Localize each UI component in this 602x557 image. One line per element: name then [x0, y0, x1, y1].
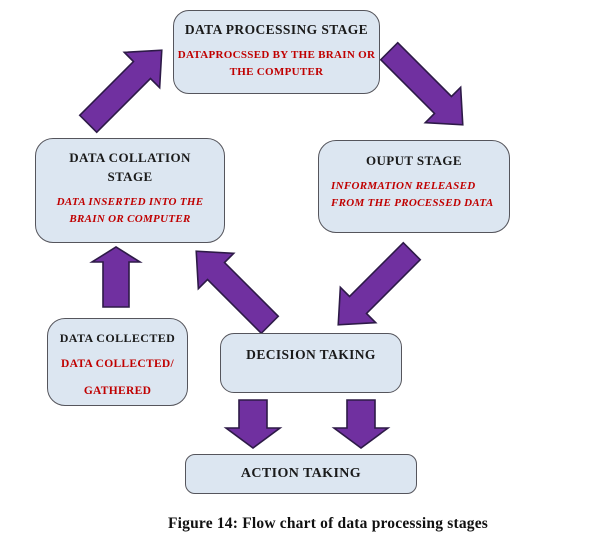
node-title: DECISION TAKING [246, 347, 376, 362]
title-line: DATA COLLATION [69, 150, 191, 165]
arrow-collected-to-collation [91, 246, 141, 308]
node-title: ACTION TAKING [240, 465, 362, 481]
node-action-taking: ACTION TAKING [185, 454, 417, 494]
arrow-decision-to-action-right [333, 399, 389, 449]
node-output-stage: OUPUT STAGE INFORMATION RELEASED FROM TH… [318, 140, 510, 233]
node-title: DATA COLLECTED [59, 331, 176, 345]
arrow-collation-to-processing [69, 31, 181, 143]
figure-caption: Figure 14: Flow chart of data processing… [167, 515, 489, 532]
node-data-collation-stage: DATA COLLATION STAGE DATA INSERTED INTO … [35, 138, 225, 243]
arrow-decision-to-collation [177, 232, 289, 344]
node-subtitle: INFORMATION RELEASED FROM THE PROCESSED … [319, 178, 493, 212]
subtitle-line: FROM THE PROCESSED DATA [331, 196, 494, 209]
node-data-collected: DATA COLLECTED DATA COLLECTED/ GATHERED [47, 318, 188, 406]
subtitle-line: BRAIN OR COMPUTER [69, 212, 191, 225]
node-title: OUPUT STAGE [365, 153, 463, 168]
subtitle-line: THE COMPUTER [229, 65, 324, 78]
node-subtitle: DATAPROCSSED BY THE BRAIN OR THE COMPUTE… [178, 47, 375, 81]
node-title: DATA PROCESSING STAGE [184, 22, 369, 37]
node-title: DATA COLLATION STAGE [69, 149, 191, 187]
subtitle-line: DATA INSERTED INTO THE [56, 195, 204, 208]
subtitle-line: DATAPROCSSED BY THE BRAIN OR [177, 48, 376, 61]
node-data-processing-stage: DATA PROCESSING STAGE DATAPROCSSED BY TH… [173, 10, 380, 94]
subtitle-line: INFORMATION RELEASED [331, 179, 476, 192]
subtitle-line: DATA COLLECTED/ [60, 358, 175, 371]
subtitle-line: GATHERED [83, 385, 152, 398]
node-decision-taking: DECISION TAKING [220, 333, 402, 393]
arrow-output-to-decision [319, 232, 431, 344]
arrow-decision-to-action-left [225, 399, 281, 449]
node-subtitle: DATA INSERTED INTO THE BRAIN OR COMPUTER [57, 194, 204, 228]
node-subtitle: DATA COLLECTED/ GATHERED [61, 347, 174, 401]
title-line: STAGE [107, 168, 153, 184]
arrow-processing-to-output [370, 32, 482, 144]
